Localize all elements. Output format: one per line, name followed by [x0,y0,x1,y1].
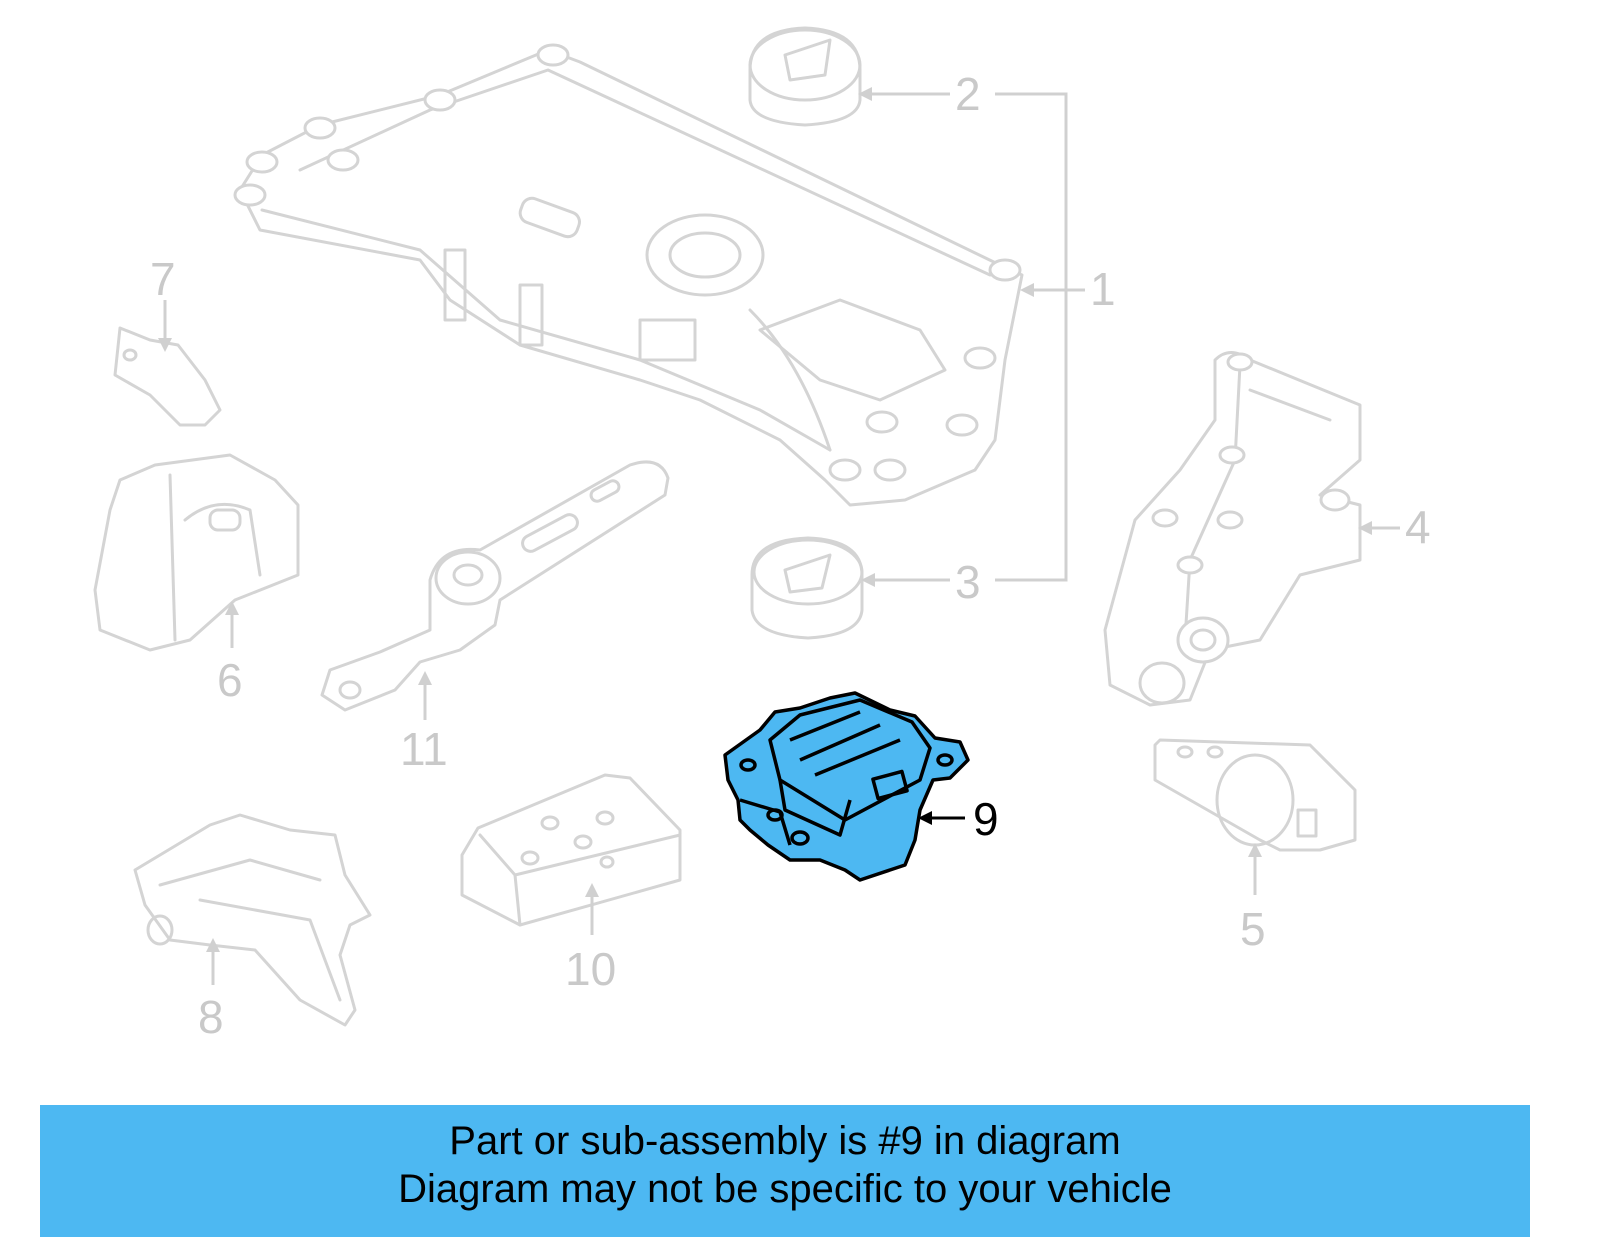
part-8-mount[interactable] [133,813,372,1027]
part-1-subframe[interactable] [233,43,1024,507]
banner-line-2: Diagram may not be specific to your vehi… [398,1167,1172,1211]
callout-7: 7 [150,253,176,305]
callout-6: 6 [217,654,243,706]
part-3-bushing[interactable] [750,536,864,640]
callout-9: 9 [973,793,999,845]
part-9-transmission-mount[interactable] [723,691,970,882]
part-5-bushing-bracket[interactable] [1153,738,1357,852]
subframe-bolt-holes [233,43,1022,482]
callout-10: 10 [565,943,616,995]
callout-2: 2 [955,68,981,120]
part-2-bushing[interactable] [748,26,862,127]
callout-8: 8 [198,991,224,1043]
part-11-torque-arm[interactable] [320,460,670,712]
callout-1: 1 [1090,263,1116,315]
part-4-bracket[interactable] [1103,351,1362,707]
banner-line-1: Part or sub-assembly is #9 in diagram [449,1119,1121,1163]
part-10-mount[interactable] [460,773,682,927]
callout-3: 3 [955,556,981,608]
callout-labels: 1 2 3 4 5 6 7 8 9 10 11 [150,68,1431,1043]
leader-lines [158,87,1400,985]
part-6-engine-mount[interactable] [93,453,300,652]
callout-4: 4 [1405,501,1431,553]
info-banner: Part or sub-assembly is #9 in diagram Di… [40,1105,1530,1237]
part-9-body [723,691,970,882]
callout-5: 5 [1240,903,1266,955]
callout-11: 11 [400,723,448,775]
